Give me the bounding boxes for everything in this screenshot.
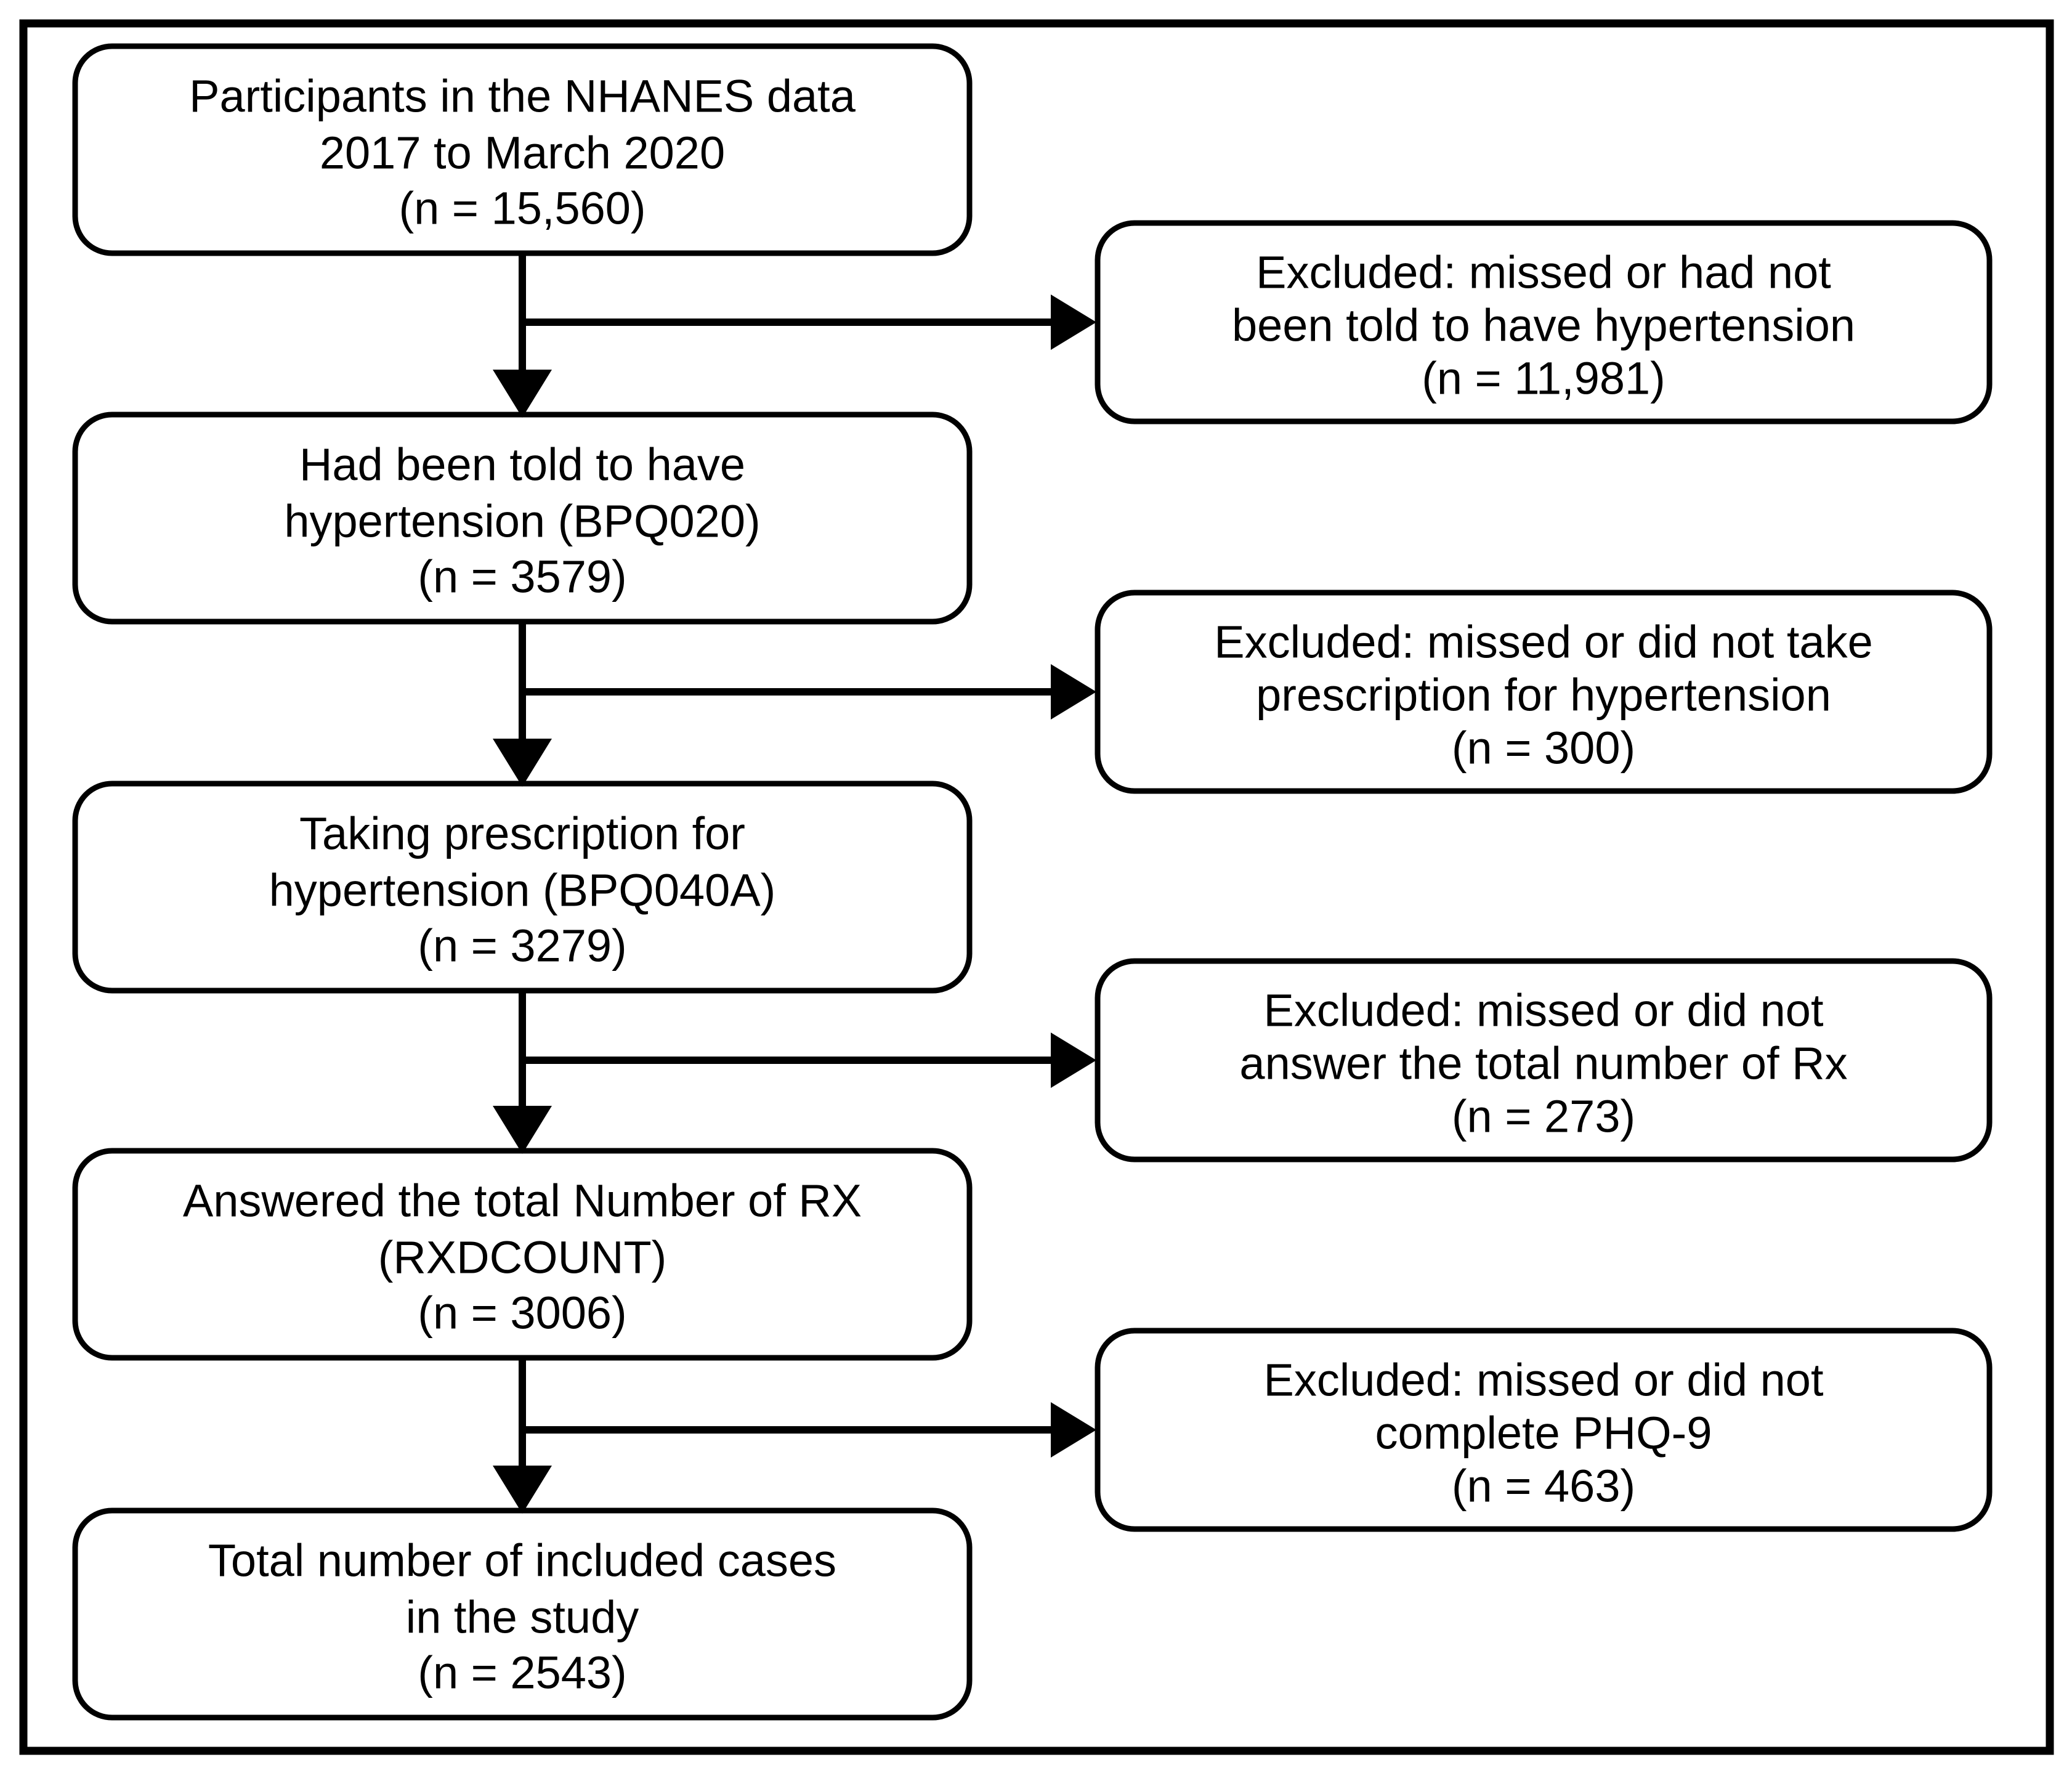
node-excluded-hypertension-line1: Excluded: missed or had not <box>1256 247 1831 298</box>
node-excluded-rxcount-line2: answer the total number of Rx <box>1239 1038 1847 1089</box>
node-excluded-phq9-line2: complete PHQ-9 <box>1375 1408 1712 1459</box>
connector-taking-to-answered <box>493 991 1096 1154</box>
node-included-cases-line2: in the study <box>406 1592 639 1643</box>
node-answered-rx-line1: Answered the total Number of RX <box>183 1175 862 1227</box>
node-taking-prescription-line2: hypertension (BPQ040A) <box>269 865 776 916</box>
connector-answered-to-included <box>493 1358 1096 1514</box>
node-told-hypertension-line2: hypertension (BPQ020) <box>284 496 760 547</box>
node-excluded-prescription-line3: (n = 300) <box>1452 723 1635 774</box>
node-excluded-rxcount-line3: (n = 273) <box>1452 1091 1635 1142</box>
node-excluded-prescription-line1: Excluded: missed or did not take <box>1214 617 1872 668</box>
node-excluded-rxcount-box <box>1095 958 1993 1162</box>
connector-told-to-taking <box>493 622 1096 787</box>
node-excluded-hypertension-box <box>1095 220 1993 424</box>
node-excluded-hypertension-line2: been told to have hypertension <box>1232 300 1855 351</box>
node-excluded-hypertension-line3: (n = 11,981) <box>1422 353 1665 404</box>
node-answered-rx-line3: (n = 3006) <box>418 1288 626 1339</box>
node-told-hypertension-line1: Had been told to have <box>299 439 745 490</box>
node-taking-prescription-line3: (n = 3279) <box>418 920 626 972</box>
node-included-cases-line1: Total number of included cases <box>208 1535 836 1586</box>
node-participants-line2: 2017 to March 2020 <box>320 128 725 179</box>
node-included-cases-line3: (n = 2543) <box>418 1647 626 1698</box>
node-answered-rx-line2: (RXDCOUNT) <box>378 1232 667 1283</box>
node-taking-prescription-line1: Taking prescription for <box>299 808 745 859</box>
node-excluded-prescription-box <box>1095 590 1993 794</box>
node-excluded-rxcount-line1: Excluded: missed or did not <box>1263 985 1823 1036</box>
figure-border <box>19 19 2054 1755</box>
node-excluded-phq9-box <box>1095 1328 1993 1532</box>
node-participants-line3: (n = 15,560) <box>399 183 645 234</box>
node-excluded-phq9-line1: Excluded: missed or did not <box>1263 1355 1823 1406</box>
connector-participants-to-told <box>493 253 1096 418</box>
node-excluded-phq9-line3: (n = 463) <box>1452 1461 1635 1512</box>
node-told-hypertension-line3: (n = 3579) <box>418 551 626 602</box>
node-excluded-prescription-line2: prescription for hypertension <box>1256 670 1831 721</box>
node-participants-line1: Participants in the NHANES data <box>189 71 856 122</box>
